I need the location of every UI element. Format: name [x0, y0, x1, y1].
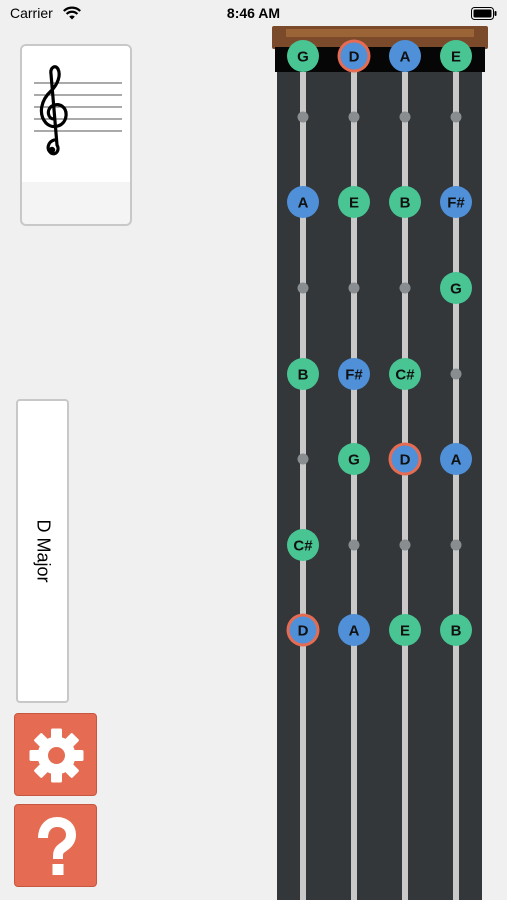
staff-display[interactable] — [20, 44, 132, 226]
settings-button[interactable] — [14, 713, 97, 796]
position-marker[interactable] — [450, 539, 462, 551]
note-d[interactable]: D — [388, 442, 422, 476]
note-label: E — [451, 49, 461, 66]
status-bar: Carrier 8:46 AM — [0, 0, 507, 28]
position-marker[interactable] — [297, 282, 309, 294]
note-f-sharp[interactable]: F# — [338, 358, 370, 390]
note-g[interactable]: G — [287, 40, 319, 72]
note-label: F# — [345, 367, 363, 384]
note-label: C# — [293, 538, 313, 555]
position-marker[interactable] — [297, 453, 309, 465]
staff-panel — [22, 46, 130, 182]
help-button[interactable] — [14, 804, 97, 887]
note-label: D — [400, 452, 411, 469]
note-a[interactable]: A — [389, 40, 421, 72]
note-label: A — [451, 452, 462, 469]
note-d[interactable]: D — [286, 613, 320, 647]
note-g[interactable]: G — [440, 272, 472, 304]
position-marker[interactable] — [348, 111, 360, 123]
battery-icon — [471, 7, 497, 20]
note-e[interactable]: E — [440, 40, 472, 72]
carrier-label: Carrier — [10, 5, 53, 21]
note-label: G — [348, 452, 360, 469]
note-a[interactable]: A — [440, 443, 472, 475]
note-b[interactable]: B — [389, 186, 421, 218]
position-marker[interactable] — [399, 539, 411, 551]
note-g[interactable]: G — [338, 443, 370, 475]
note-b[interactable]: B — [287, 358, 319, 390]
gear-icon — [29, 728, 84, 783]
note-e[interactable]: E — [338, 186, 370, 218]
question-icon — [38, 817, 76, 875]
position-marker[interactable] — [450, 368, 462, 380]
note-label: G — [450, 281, 462, 298]
position-marker[interactable] — [348, 282, 360, 294]
note-label: B — [451, 623, 462, 640]
note-label: C# — [395, 367, 415, 384]
note-label: B — [400, 195, 411, 212]
note-label: A — [298, 195, 309, 212]
note-label: E — [400, 623, 410, 640]
staff-lines — [34, 65, 122, 156]
note-e[interactable]: E — [389, 614, 421, 646]
note-label: E — [349, 195, 359, 212]
note-a[interactable]: A — [338, 614, 370, 646]
note-label: D — [349, 49, 360, 66]
position-marker[interactable] — [450, 111, 462, 123]
wifi-icon — [63, 6, 81, 20]
position-marker[interactable] — [399, 111, 411, 123]
note-d[interactable]: D — [337, 39, 371, 73]
treble-clef-icon — [39, 65, 68, 156]
scroll-head — [272, 26, 488, 49]
note-c-sharp[interactable]: C# — [287, 529, 319, 561]
note-label: F# — [447, 195, 465, 212]
key-selector-button[interactable]: D Major — [16, 399, 69, 703]
clock: 8:46 AM — [226, 5, 281, 21]
note-a[interactable]: A — [287, 186, 319, 218]
note-b[interactable]: B — [440, 614, 472, 646]
position-marker[interactable] — [399, 282, 411, 294]
note-c-sharp[interactable]: C# — [389, 358, 421, 390]
note-label: A — [349, 623, 360, 640]
note-label: G — [297, 49, 309, 66]
note-label: B — [298, 367, 309, 384]
position-marker[interactable] — [348, 539, 360, 551]
note-f-sharp[interactable]: F# — [440, 186, 472, 218]
note-label: D — [298, 623, 309, 640]
position-marker[interactable] — [297, 111, 309, 123]
note-label: A — [400, 49, 411, 66]
